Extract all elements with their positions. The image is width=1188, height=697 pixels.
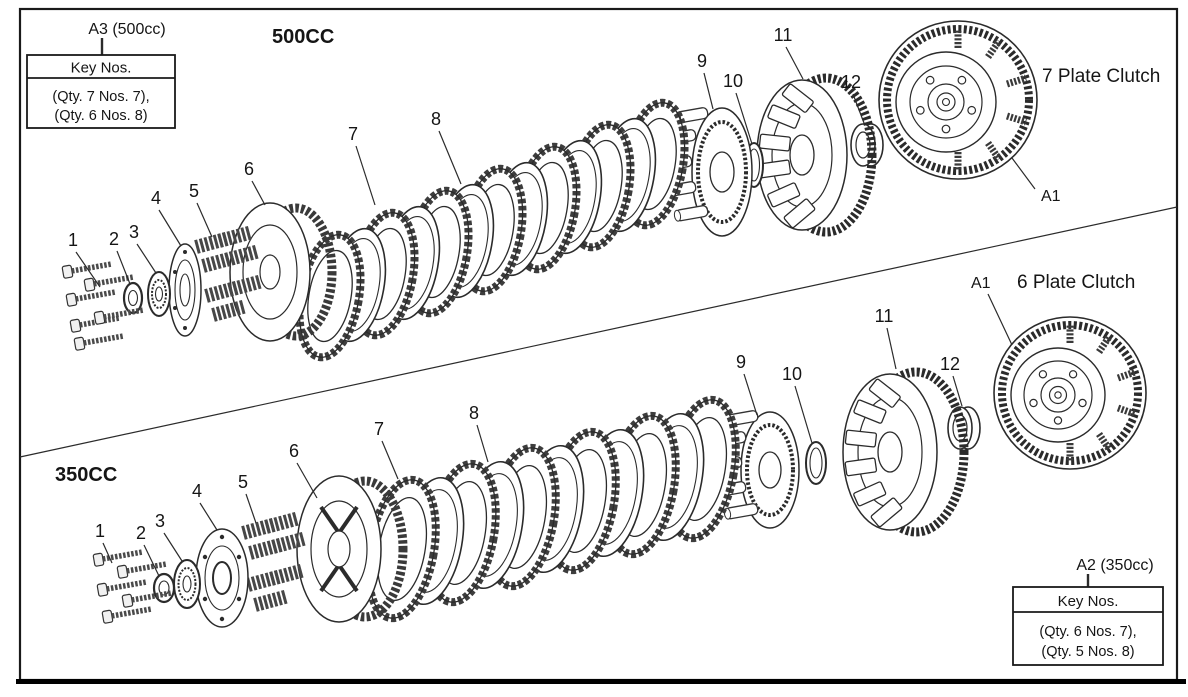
assembly-label-350: 6 Plate Clutch — [1017, 272, 1135, 293]
part-hub-500 — [656, 106, 753, 237]
key-box-500-ref: A3 (500cc) — [88, 21, 165, 38]
key-box-500-qty2: (Qty. 6 Nos. 8) — [54, 108, 147, 124]
part-mount-plate-350 — [195, 528, 249, 628]
leader-lines-350 — [102, 327, 963, 577]
label-500-part-7: 7 — [348, 124, 358, 144]
part-mount-plate-500 — [168, 243, 202, 337]
key-box-350-qty2: (Qty. 5 Nos. 8) — [1041, 644, 1134, 660]
label-350-part-10: 10 — [782, 364, 802, 384]
label-500-part-2: 2 — [109, 229, 119, 249]
label-350-part-3: 3 — [155, 511, 165, 531]
assembly-ref-350: A1 — [971, 275, 991, 292]
label-350-part-11: 11 — [875, 306, 894, 326]
label-350-part-1: 1 — [95, 521, 105, 541]
label-500-part-5: 5 — [189, 181, 199, 201]
label-500-part-4: 4 — [151, 188, 161, 208]
leader-lines-500 — [75, 46, 865, 288]
label-500-part-9: 9 — [697, 51, 707, 71]
part-number-labels-350: 1 2 3 4 5 6 7 8 9 10 11 12 — [95, 306, 960, 543]
part-clutch-basket-350 — [842, 367, 969, 537]
label-500-part-6: 6 — [244, 159, 254, 179]
part-bearing-sleeve-350 — [947, 406, 981, 450]
label-350-part-8: 8 — [469, 403, 479, 423]
key-box-350: A2 (350cc) Key Nos. (Qty. 6 Nos. 7), (Qt… — [1012, 557, 1164, 666]
part-bearing-500 — [147, 271, 171, 317]
part-ring-350 — [805, 441, 827, 485]
part-hub-350 — [706, 409, 800, 529]
key-box-350-frame — [1012, 586, 1164, 666]
key-box-500-frame — [26, 54, 176, 129]
engine-label-500cc: 500CC — [272, 26, 334, 48]
key-box-350-ref: A2 (350cc) — [1076, 557, 1153, 574]
part-bearing-350 — [173, 559, 201, 609]
assembly-label-500: 7 Plate Clutch — [1042, 66, 1160, 87]
key-box-350-header: Key Nos. — [1058, 593, 1119, 610]
label-500-part-11: 11 — [774, 25, 793, 45]
key-box-350-qty1: (Qty. 6 Nos. 7), — [1039, 624, 1136, 640]
label-500-part-3: 3 — [129, 222, 139, 242]
part-spacer-500 — [122, 281, 144, 315]
part-clutch-center-350 — [296, 475, 408, 623]
leader-500-a1 — [1011, 157, 1036, 190]
label-500-part-1: 1 — [68, 230, 78, 250]
clutch-assembly-350 — [993, 316, 1147, 470]
clutch-assembly-500 — [878, 20, 1038, 180]
label-500-part-10: 10 — [723, 71, 743, 91]
key-box-500-qty1: (Qty. 7 Nos. 7), — [52, 89, 149, 105]
label-350-part-2: 2 — [136, 523, 146, 543]
key-box-500: A3 (500cc) Key Nos. (Qty. 7 Nos. 7), (Qt… — [26, 21, 176, 129]
label-350-part-6: 6 — [289, 441, 299, 461]
label-500-part-8: 8 — [431, 109, 441, 129]
key-box-500-header: Key Nos. — [71, 60, 132, 77]
engine-label-350cc: 350CC — [55, 464, 117, 486]
label-350-part-4: 4 — [192, 481, 202, 501]
part-springs-350 — [243, 519, 304, 605]
part-number-labels-500: 1 2 3 4 5 6 7 8 9 10 11 12 — [68, 25, 861, 250]
label-350-part-7: 7 — [374, 419, 384, 439]
label-350-part-5: 5 — [238, 472, 248, 492]
assembly-ref-500: A1 — [1041, 188, 1061, 205]
section-divider-line — [19, 206, 1178, 458]
part-plate-stack-350 — [358, 395, 745, 624]
label-350-part-12: 12 — [940, 354, 960, 374]
label-500-part-12: 12 — [841, 72, 861, 92]
leader-350-a1 — [987, 293, 1013, 346]
part-clutch-basket-500 — [756, 73, 877, 237]
label-350-part-9: 9 — [736, 352, 746, 372]
